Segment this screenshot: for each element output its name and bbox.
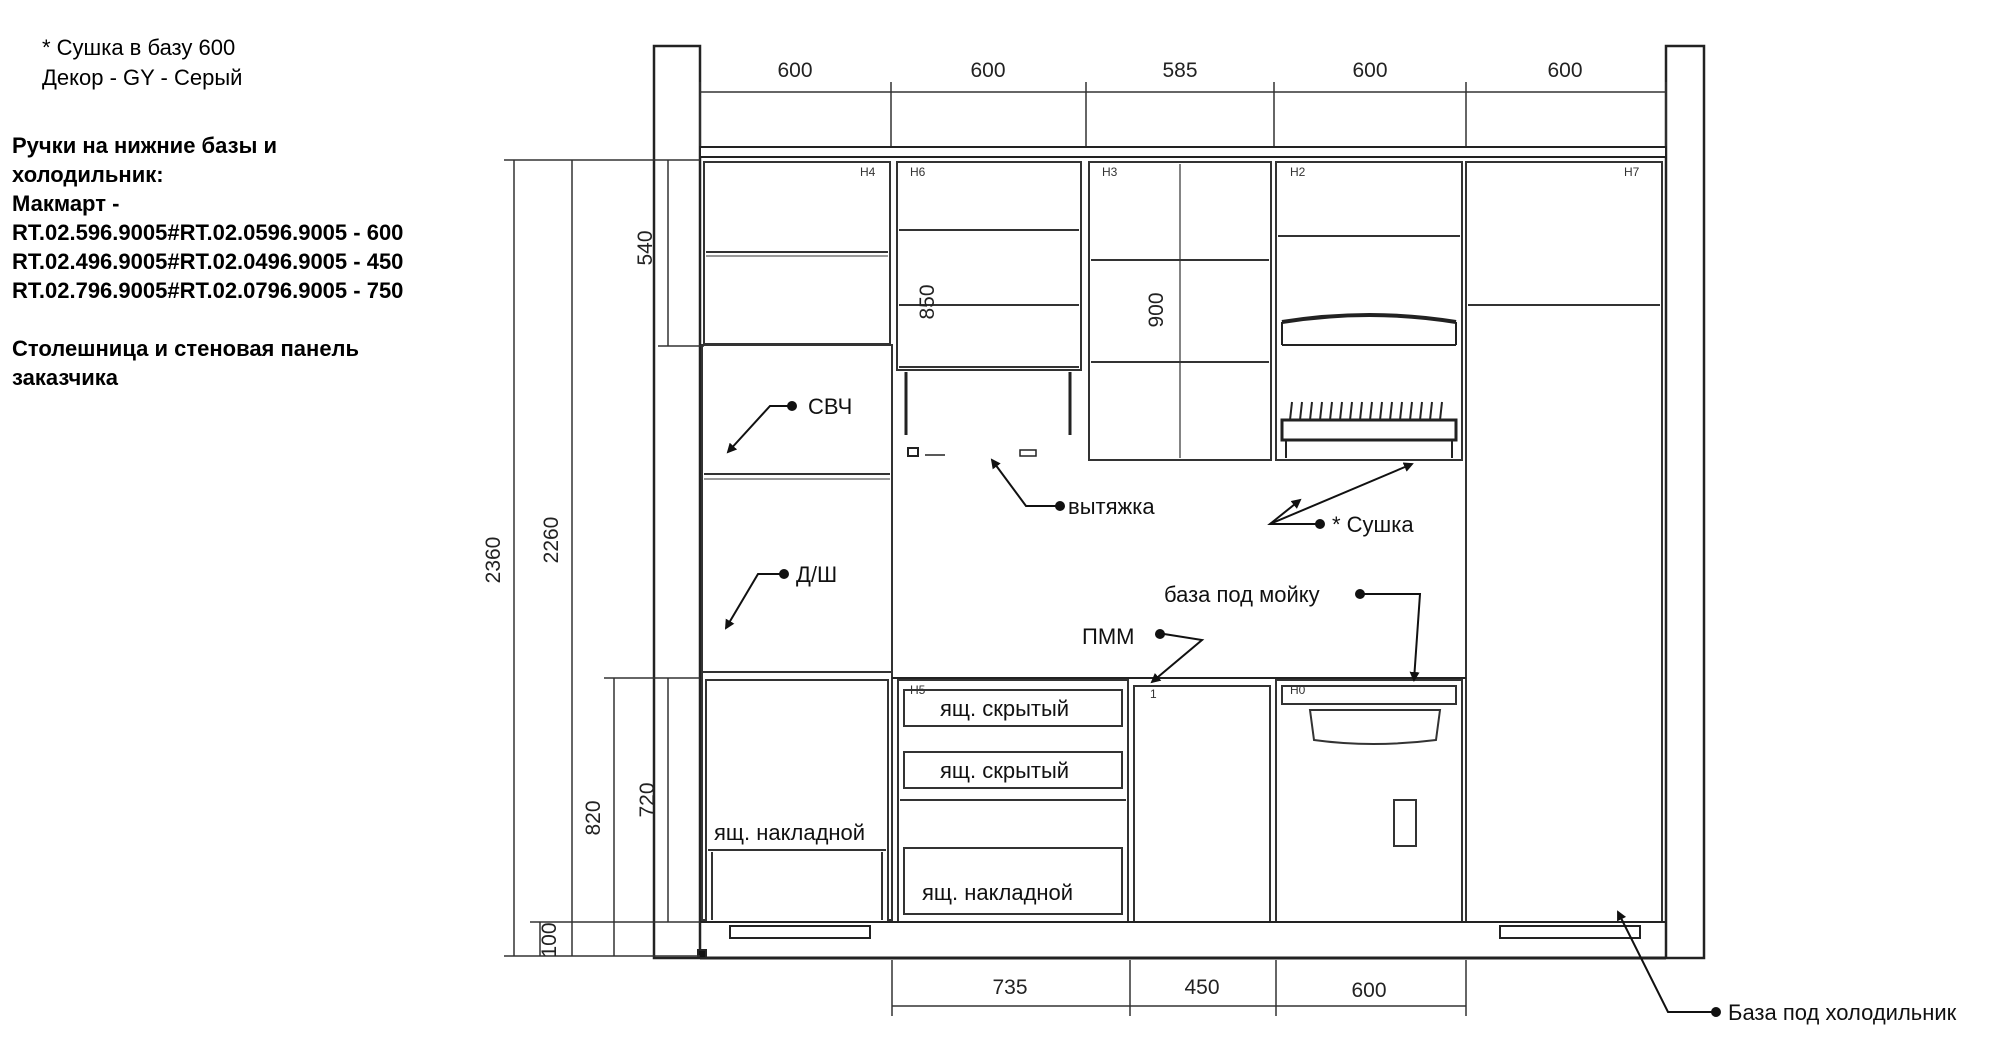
code-H6: H6: [910, 165, 926, 179]
note-countertop-1: Столешница и стеновая панель: [12, 336, 360, 361]
cabinet-H7: [1465, 161, 1663, 923]
leader-dots: [779, 401, 1721, 1017]
bottom-dimension-chain: [891, 960, 1467, 1016]
note-handles-2: холодильник:: [12, 162, 164, 187]
handle-left: [729, 925, 871, 939]
label-fridge-base: База под холодильник: [1728, 1000, 1957, 1025]
note-handle-450: RT.02.496.9005#RT.02.0496.9005 - 450: [12, 249, 404, 274]
annotation-labels: СВЧ Д/Ш вытяжка * Сушка база под мойку П…: [714, 394, 1957, 1025]
bottom-dim-600: 600: [1351, 979, 1386, 1002]
label-sink-base: база под мойку: [1164, 582, 1320, 607]
dim-2260: 2260: [540, 517, 563, 564]
handle-right: [1499, 925, 1641, 939]
left-side-panel: [652, 44, 702, 960]
base-handles: [729, 925, 1641, 939]
top-dim-2: 600: [970, 59, 1005, 82]
code-H4: H4: [860, 165, 876, 179]
leader-sink: [1364, 593, 1422, 682]
base-cabinets: [897, 679, 1463, 923]
hood-niche: [904, 372, 1072, 457]
label-dishwasher: ПММ: [1082, 624, 1134, 649]
vertical-dimension-labels: 2360 2260 540 850 900 820 720 100: [482, 230, 1168, 957]
bottom-dimension-labels: 735 450 600: [992, 976, 1386, 1002]
label-dryer: * Сушка: [1332, 512, 1414, 537]
label-drawer-hidden-2: ящ. скрытый: [940, 758, 1069, 783]
note-decor: Декор - GY - Серый: [42, 65, 243, 90]
cabinet-H6: [896, 161, 1082, 371]
label-drawer-hidden-1: ящ. скрытый: [940, 696, 1069, 721]
leader-hood: [990, 458, 1056, 507]
code-H5: H5: [910, 683, 926, 697]
dim-820: 820: [582, 800, 605, 835]
note-countertop-2: заказчика: [12, 365, 119, 390]
top-dim-3: 585: [1162, 59, 1197, 82]
note-handle-750: RT.02.796.9005#RT.02.0796.9005 - 750: [12, 278, 404, 303]
cabinet-H2: [1275, 161, 1463, 461]
dishwasher-panel: [1133, 685, 1271, 923]
leader-dryer-b: [1269, 462, 1414, 525]
dim-2360: 2360: [482, 537, 505, 584]
leader-dishwasher-a: [1150, 633, 1205, 684]
bottom-dim-450: 450: [1184, 976, 1219, 999]
module-codes: H4 H6 H3 H2 H7 H5 H0 1: [860, 165, 1640, 701]
dim-850: 850: [916, 284, 939, 319]
code-1: 1: [1150, 687, 1157, 701]
note-dryer: * Сушка в базу 600: [42, 35, 236, 60]
top-dim-5: 600: [1547, 59, 1582, 82]
dish-rack: [1280, 313, 1458, 458]
dim-100: 100: [538, 922, 561, 957]
label-oven: Д/Ш: [796, 562, 837, 587]
top-cornice: [699, 146, 1667, 158]
top-dim-1: 600: [777, 59, 812, 82]
dim-720: 720: [636, 782, 659, 817]
label-microwave: СВЧ: [808, 394, 852, 419]
note-handles-1: Ручки на нижние базы и: [12, 133, 277, 158]
code-H2: H2: [1290, 165, 1306, 179]
code-H7: H7: [1624, 165, 1640, 179]
base-left: [705, 679, 889, 923]
side-panels: [652, 44, 1706, 960]
code-H0: H0: [1290, 683, 1306, 697]
top-dimension-chain: [699, 82, 1667, 146]
leader-lines: [724, 405, 1712, 1013]
vertical-dimension-lines: [504, 159, 704, 957]
notes-general: * Сушка в базу 600 Декор - GY - Серый: [42, 33, 242, 93]
leader-microwave: [726, 405, 788, 454]
bottom-dim-735: 735: [992, 976, 1027, 999]
countertop-and-plinth: [697, 677, 1666, 960]
notes-handles: Ручки на нижние базы и холодильник: Макм…: [12, 131, 403, 392]
leader-oven: [724, 573, 780, 630]
label-drawer-overlay-left: ящ. накладной: [714, 820, 865, 845]
right-side-panel: [1664, 44, 1706, 960]
note-handle-600: RT.02.596.9005#RT.02.0596.9005 - 600: [12, 220, 404, 245]
note-handles-brand: Макмарт -: [12, 191, 120, 216]
dim-900: 900: [1145, 292, 1168, 327]
label-hood: вытяжка: [1068, 494, 1155, 519]
top-dim-4: 600: [1352, 59, 1387, 82]
leader-fridge: [1617, 910, 1712, 1013]
dim-540: 540: [634, 230, 657, 265]
upper-cabinets: [703, 161, 1663, 923]
top-dimension-labels: 600 600 585 600 600: [777, 59, 1582, 82]
label-drawer-overlay-mid: ящ. накладной: [922, 880, 1073, 905]
code-H3: H3: [1102, 165, 1118, 179]
